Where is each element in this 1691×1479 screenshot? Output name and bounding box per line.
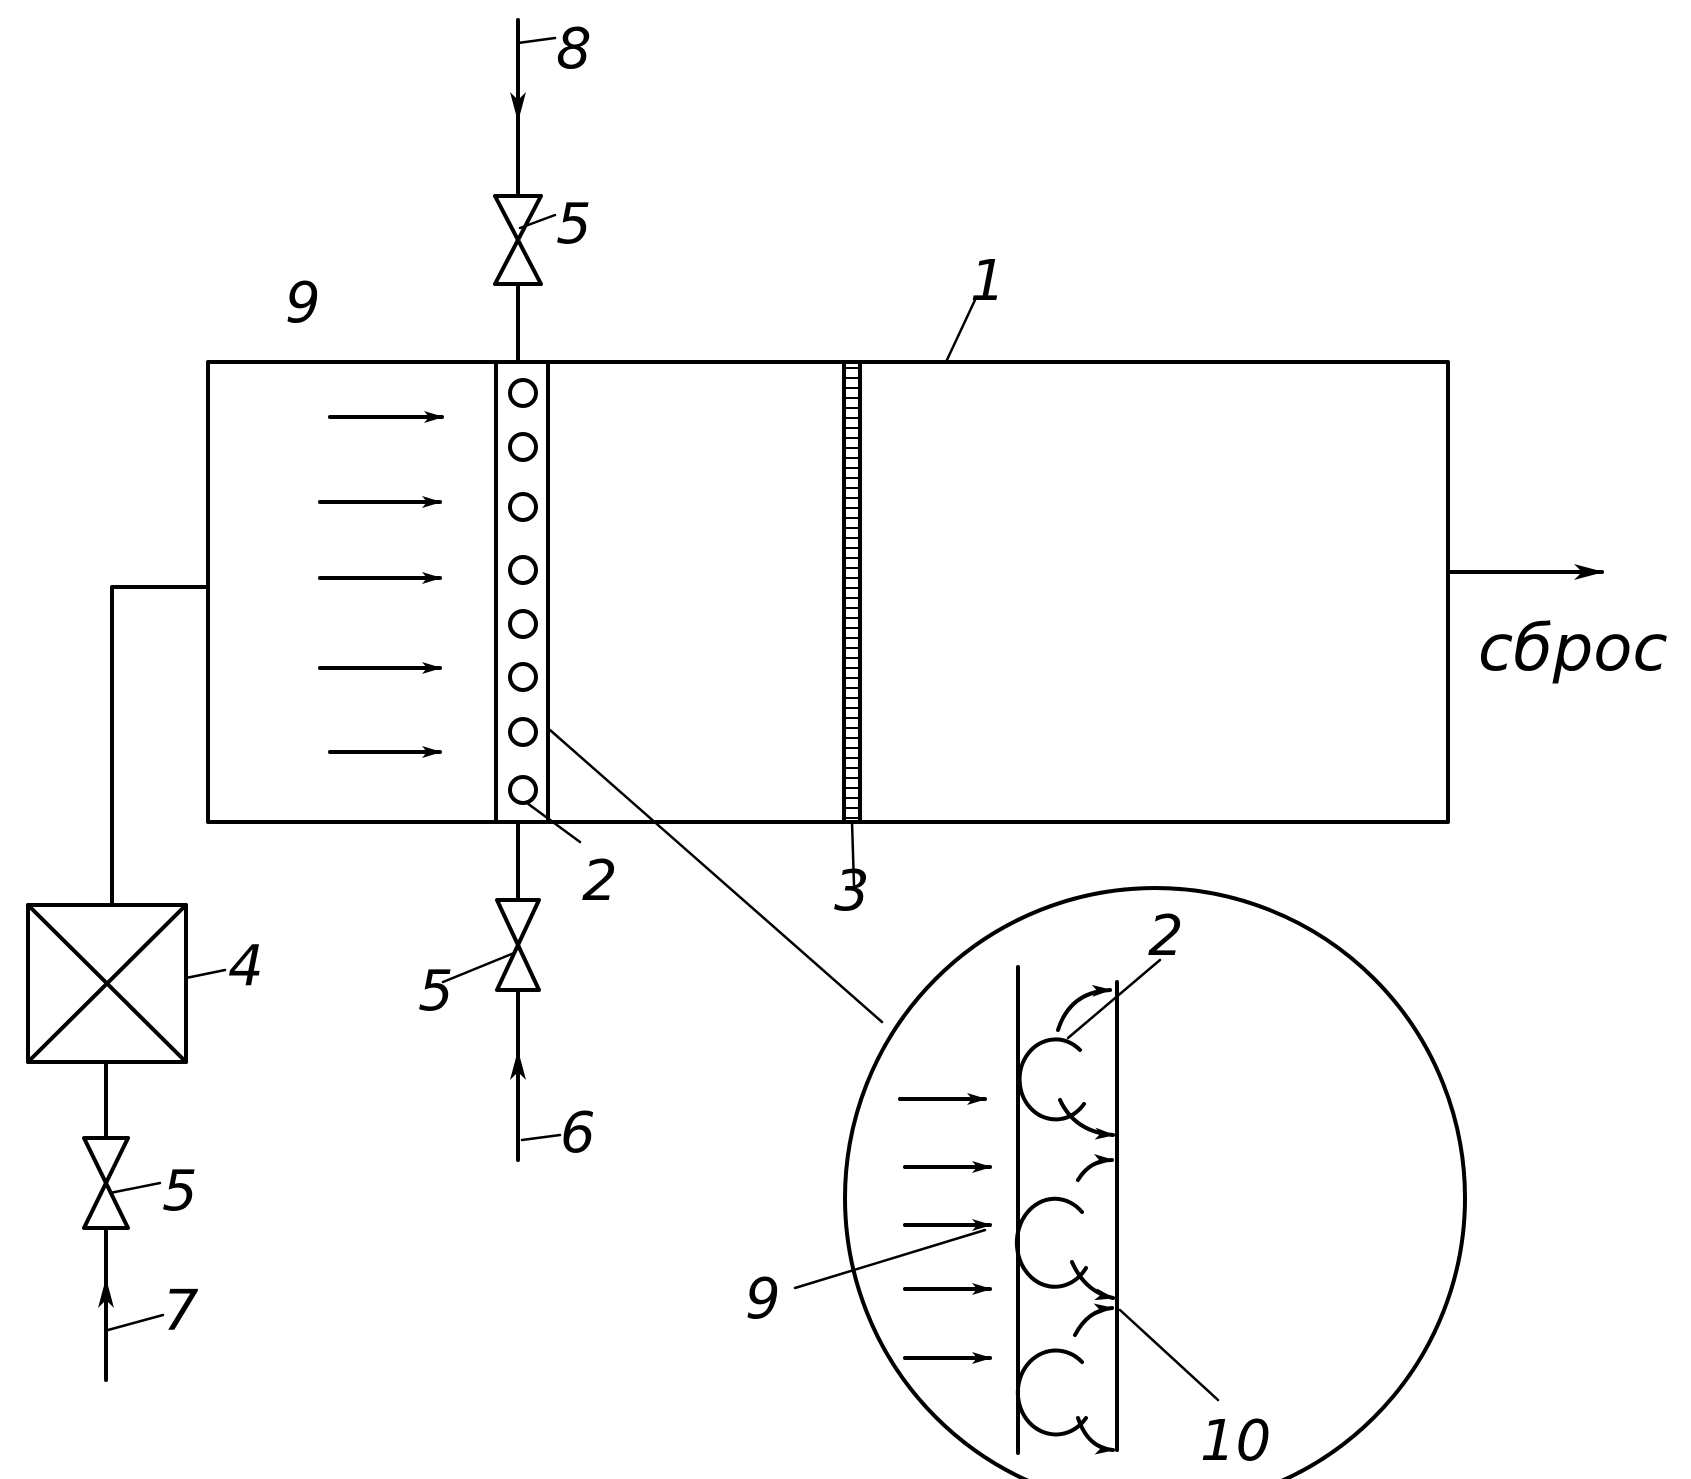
label-housing: 1 <box>970 249 1006 314</box>
label-inlet-bottom: 6 <box>560 1101 596 1166</box>
label-valve-unit: 5 <box>162 1159 198 1224</box>
detail-tubes <box>1017 1039 1086 1434</box>
side-pipe <box>112 587 208 905</box>
label-mesh: 3 <box>834 859 870 924</box>
label-discharge: сброс <box>1478 612 1668 686</box>
detail-vortex-arrows <box>1058 990 1113 1450</box>
label-valve-top: 5 <box>556 192 592 257</box>
label-grid: 2 <box>582 849 618 914</box>
valve-unit-icon <box>84 1138 128 1228</box>
label-flow: 9 <box>285 271 321 336</box>
detail-flow-arrows <box>900 1099 990 1358</box>
label-inlet-top: 8 <box>556 17 592 82</box>
detail-view <box>795 888 1465 1479</box>
unit-box <box>28 905 186 1062</box>
label-detail-grid: 2 <box>1148 904 1184 969</box>
label-detail: 10 <box>1200 1409 1271 1474</box>
flow-arrows <box>320 417 442 752</box>
label-valve-bottom: 5 <box>418 959 454 1024</box>
label-unit: 4 <box>228 934 264 999</box>
label-detail-flow: 9 <box>745 1267 781 1332</box>
valve-top-icon <box>495 196 541 284</box>
valve-bottom-icon <box>497 900 539 990</box>
tube-grid <box>496 362 548 822</box>
mesh-filter <box>844 362 860 822</box>
label-inlet-unit: 7 <box>163 1279 199 1344</box>
